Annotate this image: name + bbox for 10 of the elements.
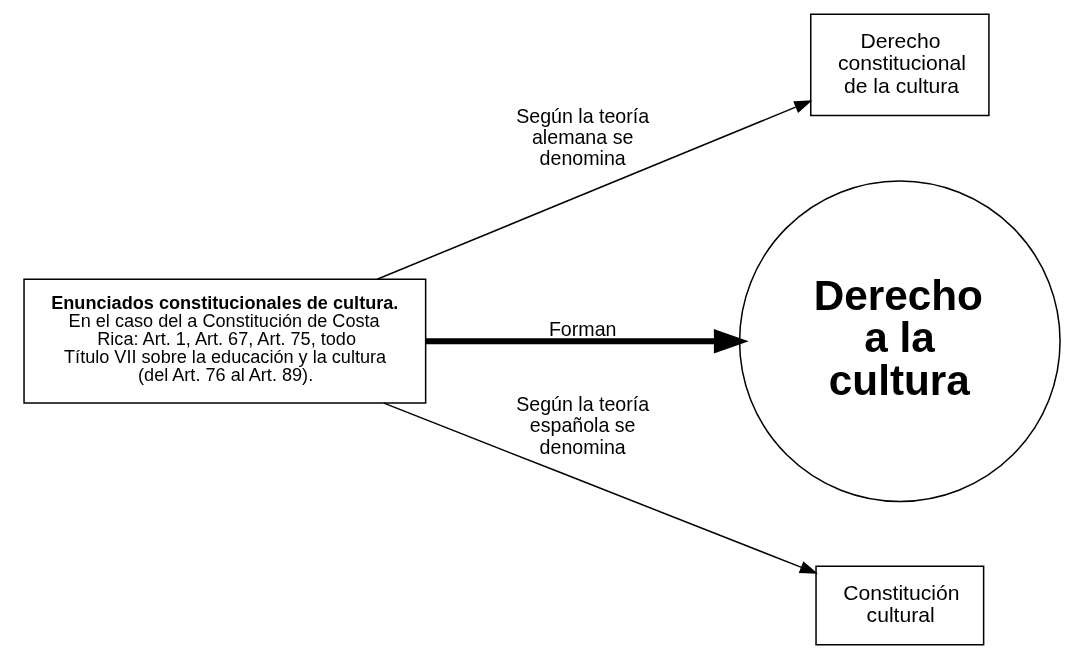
arrow — [383, 402, 818, 574]
node-circle: Derecho a la cultura — [738, 180, 1061, 503]
arrow — [425, 329, 749, 354]
edge-label: Según la teoría alemana se denomina — [516, 104, 650, 170]
edge-label: Forman — [548, 317, 617, 340]
arrow — [376, 100, 813, 280]
node-box: Enunciados constitucionales de cultura. En el caso del a Constitución de Costa Rica: Art. 1, Art. 67, Art. 75, todo Título VII sobre la educación y la cultura (del Art. 76 al Art. 89). — [23, 278, 427, 404]
node-box: Derecho constitucional de la cultura — [810, 13, 990, 117]
edge-label: Según la teoría española se denomina — [516, 393, 650, 458]
node-box: Constitución cultural — [815, 565, 985, 646]
